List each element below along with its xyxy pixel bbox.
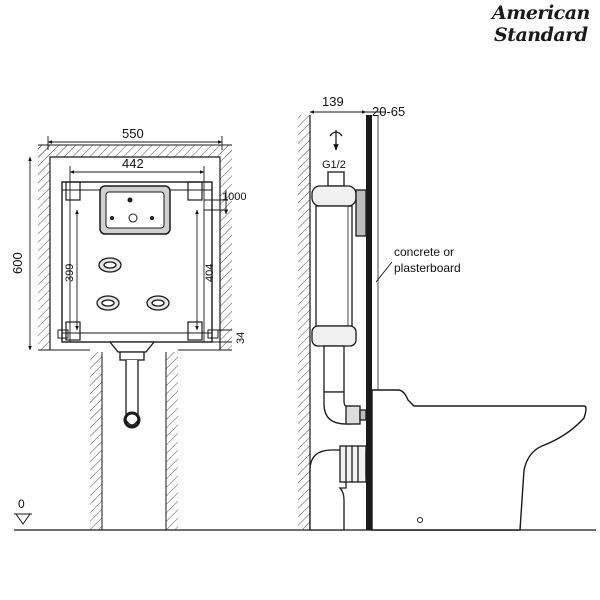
water-inlet [327,130,345,187]
finished-wall [366,115,372,530]
floor-level-label: 0 [18,497,25,511]
dim-width-inner: 442 [122,156,144,171]
front-dimensions [28,136,232,351]
dim-depth: 139 [322,94,344,109]
side-waste-bend [309,445,375,531]
flush-plate-opening [99,185,171,235]
dim-height-total: 600 [10,252,25,274]
toilet-bowl [371,389,587,531]
cistern-tank [311,185,367,347]
dim-bottom-right: 34 [235,332,247,344]
front-floor-trench [38,349,232,530]
front-waste-connector [108,341,156,429]
front-view: 550 442 600 399 404 1000 34 [10,126,247,530]
brand-logo: American Standard [492,2,596,54]
inlet-size: G1/2 [322,159,346,171]
brand-name-line2: Standard [494,24,588,46]
dim-right: 404 [204,264,216,282]
dim-wall-range: 20-65 [372,104,405,119]
wall-note-line2: plasterboard [394,261,461,275]
brand-name-line1: American [492,2,590,24]
dim-width-outer: 550 [122,126,144,141]
dim-top-right: 1000 [222,191,246,203]
mounting-bolt-holes [96,257,170,311]
side-flush-pipe [323,345,367,425]
side-view: 139 20-65 G1/2 [298,94,587,531]
wall-note-line1: concrete or [394,245,454,259]
front-wall-niche [38,144,232,350]
back-wall [298,115,310,530]
mounting-frame [57,181,219,343]
dim-left: 399 [64,264,76,282]
